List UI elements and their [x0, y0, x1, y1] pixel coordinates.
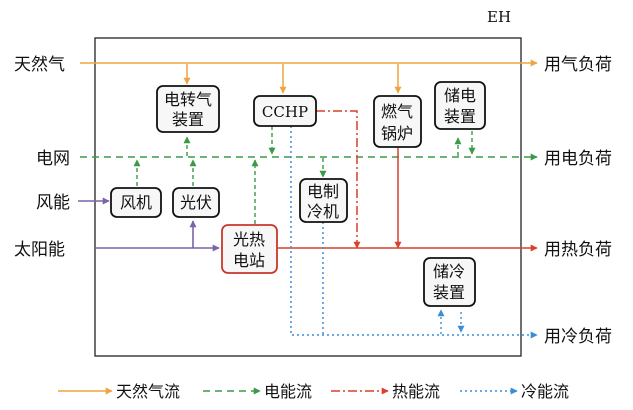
- chiller-label-line2: 冷机: [307, 202, 339, 221]
- input-wind-label: 风能: [36, 193, 70, 213]
- boiler-label-line2: 锅炉: [381, 124, 413, 143]
- legend-gas-label: 天然气流: [116, 382, 180, 401]
- wind-turbine-box: [110, 187, 162, 218]
- boiler-device: 燃气 锅炉: [373, 95, 422, 148]
- chiller-label-line1: 电制: [307, 182, 339, 201]
- cchp-device: CCHP: [253, 95, 317, 127]
- input-grid-label: 电网: [36, 149, 70, 169]
- pv-box: [172, 187, 220, 218]
- cchp-label: CCHP: [262, 103, 308, 121]
- boiler-label-line1: 燃气: [381, 102, 413, 121]
- boiler-box: [373, 95, 422, 148]
- battery-device: 储电 装置: [434, 81, 486, 130]
- legend-elec-label: 电能流: [264, 382, 312, 401]
- legend: 天然气流 电能流 热能流 冷能流: [58, 382, 569, 401]
- csp-label-line1: 光热: [233, 230, 265, 249]
- cold-storage-label-line2: 装置: [433, 283, 465, 302]
- p2g-label-line1: 电转气: [164, 90, 212, 109]
- wind-turbine-label: 风机: [120, 193, 152, 212]
- input-solar-label: 太阳能: [14, 240, 65, 260]
- output-elec-load-label: 用电负荷: [544, 149, 612, 169]
- output-cold-load-label: 用冷负荷: [544, 327, 612, 347]
- p2g-box: [156, 85, 220, 133]
- p2g-label-line2: 装置: [172, 110, 204, 129]
- battery-box: [434, 81, 486, 130]
- hub-boundary: [94, 37, 522, 357]
- wind-turbine-device: 风机: [110, 187, 162, 218]
- battery-label-line1: 储电: [444, 86, 476, 105]
- input-gas-label: 天然气: [14, 55, 65, 75]
- cold-storage-device: 储冷 装置: [423, 257, 476, 307]
- legend-cold-label: 冷能流: [521, 382, 569, 401]
- p2g-device: 电转气 装置: [156, 85, 220, 133]
- csp-label-line2: 电站: [233, 251, 265, 270]
- csp-box: [221, 224, 278, 274]
- cchp-box: [253, 95, 317, 127]
- cchp-to-heat: [316, 110, 361, 249]
- output-gas-load-label: 用气负荷: [544, 55, 612, 75]
- cold-storage-label-line1: 储冷: [433, 262, 465, 281]
- battery-label-line2: 装置: [444, 107, 476, 126]
- output-heat-load-label: 用热负荷: [544, 240, 612, 260]
- csp-device: 光热 电站: [221, 224, 278, 274]
- legend-heat-label: 热能流: [392, 382, 440, 401]
- hub-title: EH: [487, 8, 511, 26]
- chiller-device: 电制 冷机: [299, 178, 348, 223]
- cold-storage-box: [423, 257, 476, 307]
- pv-device: 光伏: [172, 187, 220, 218]
- pv-label: 光伏: [180, 193, 212, 212]
- chiller-box: [299, 178, 348, 223]
